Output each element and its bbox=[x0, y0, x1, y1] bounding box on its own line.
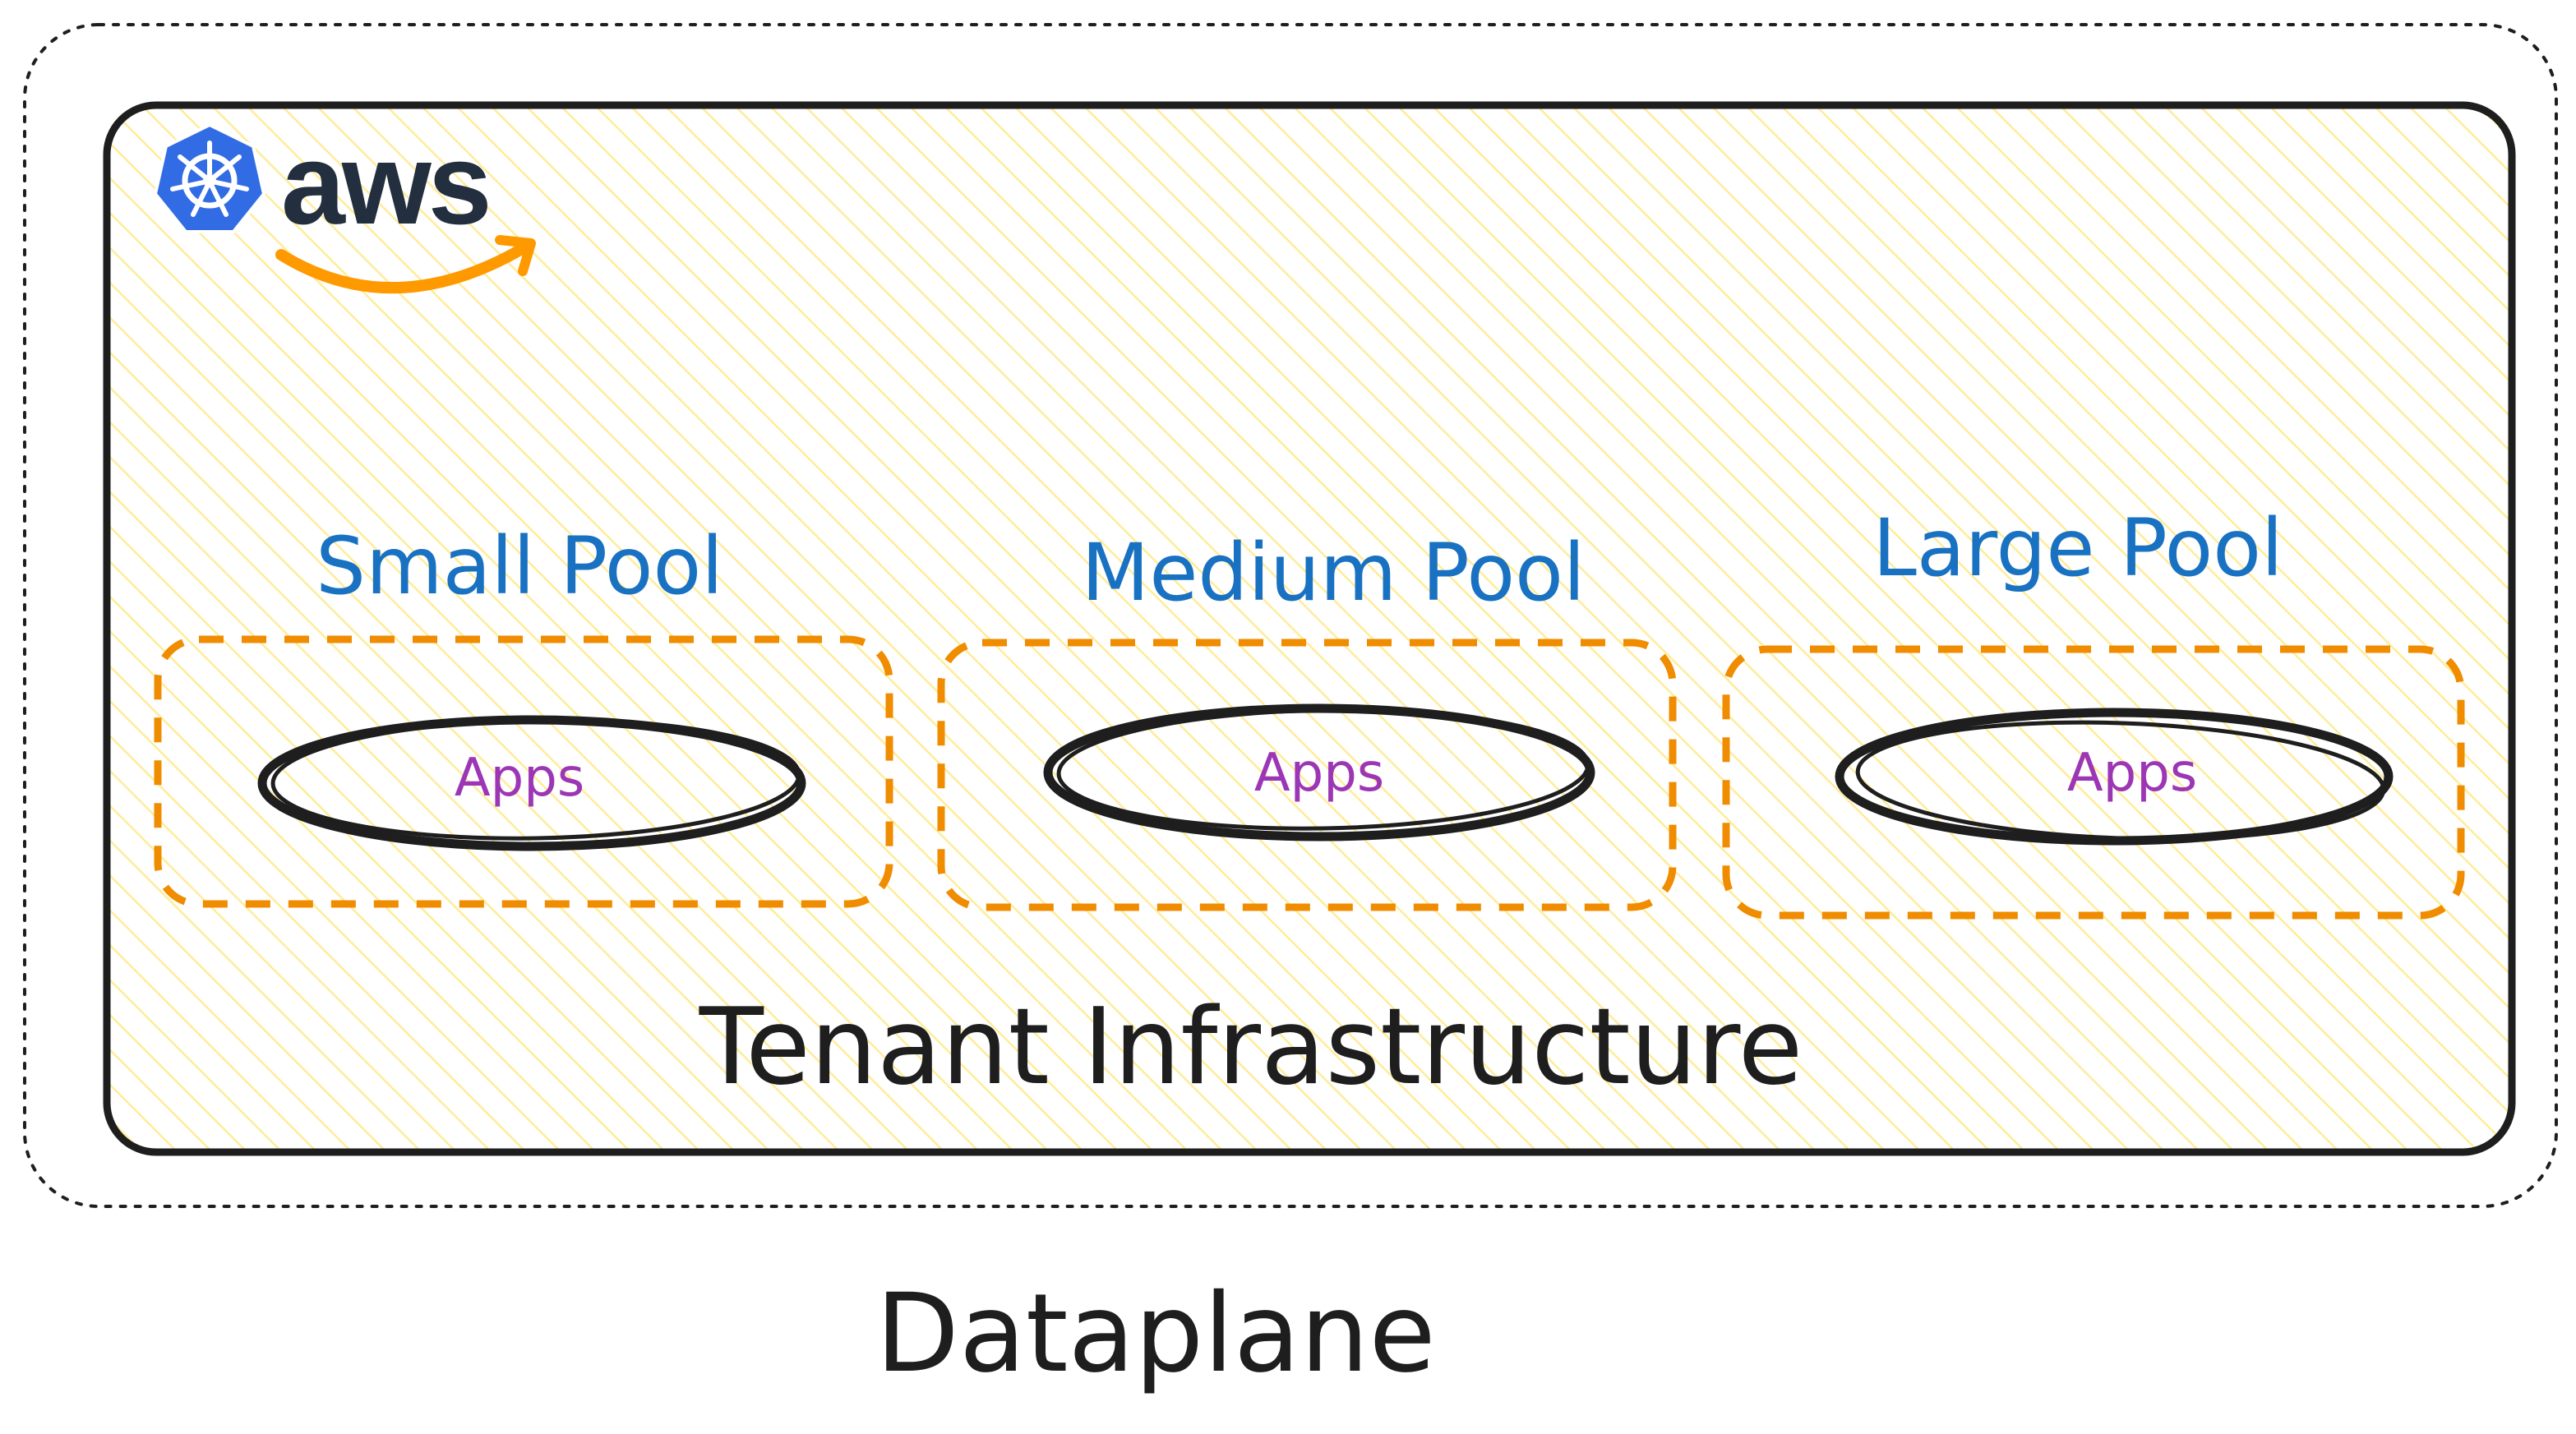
app-ellipse-small bbox=[257, 715, 806, 851]
pool-container-medium bbox=[937, 639, 1677, 911]
kubernetes-helm-icon bbox=[153, 122, 266, 233]
pool-label-large: Large Pool bbox=[1872, 502, 2283, 594]
app-ellipse-large bbox=[1835, 708, 2394, 846]
dataplane-label: Dataplane bbox=[875, 1270, 1435, 1397]
aws-logo-text: aws bbox=[281, 119, 489, 248]
tenant-infrastructure-title: Tenant Infrastructure bbox=[699, 986, 1803, 1109]
aws-arrow-head bbox=[495, 235, 536, 276]
pool-label-small: Small Pool bbox=[316, 520, 723, 612]
aws-smile-arrow bbox=[275, 241, 532, 294]
tenant-infrastructure-box bbox=[103, 101, 2516, 1156]
dataplane-boundary bbox=[23, 23, 2558, 1208]
pool-container-large bbox=[1722, 645, 2465, 920]
pool-label-medium: Medium Pool bbox=[1082, 527, 1586, 619]
pool-container-small bbox=[154, 635, 893, 908]
app-label-small: Apps bbox=[455, 748, 584, 809]
app-label-large: Apps bbox=[2067, 743, 2197, 804]
app-label-medium: Apps bbox=[1254, 743, 1384, 804]
app-ellipse-medium bbox=[1043, 703, 1595, 841]
